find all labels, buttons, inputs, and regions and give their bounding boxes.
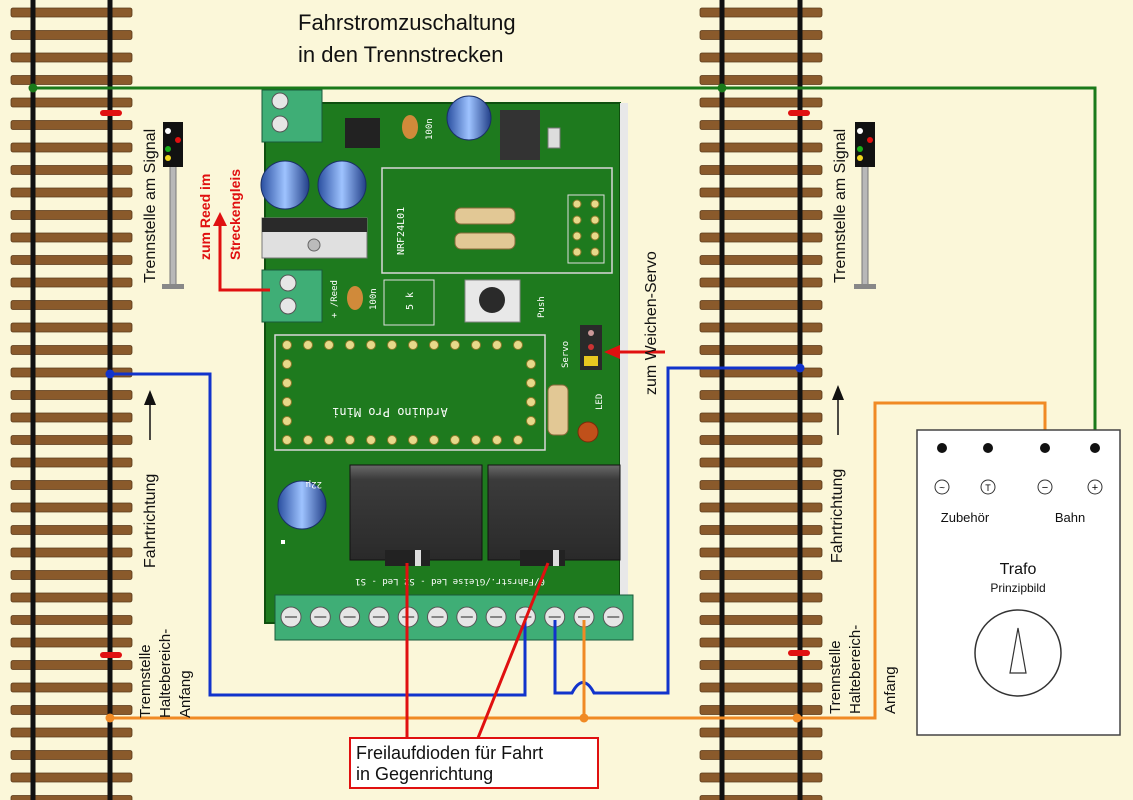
- servo-header: [580, 325, 602, 370]
- halt-label-left-1: Trennstelle: [137, 644, 154, 718]
- voltage-regulator: [500, 110, 540, 160]
- trafo-subtitle: Prinzipbild: [990, 581, 1045, 595]
- track-left: [10, 0, 133, 800]
- wire-orange: [110, 401, 1047, 720]
- arduino-pro-mini: [274, 334, 546, 451]
- electrolytic-capacitor-top: [446, 95, 492, 141]
- cap-label-2: 100n: [369, 288, 379, 310]
- push-label: Push: [537, 296, 547, 318]
- arduino-pins: [282, 340, 536, 445]
- trafo-title: Trafo: [1000, 561, 1037, 578]
- relay-1: [349, 464, 483, 561]
- led: [577, 421, 599, 443]
- nrf24l01-module: [381, 167, 613, 274]
- ceramic-capacitor: [402, 115, 418, 139]
- reed-pcb-label: + /Reed: [330, 280, 340, 318]
- push-button: [464, 279, 521, 323]
- led-resistor: [547, 384, 569, 436]
- heatsink: [261, 217, 368, 259]
- title-line-1: Fahrstromzuschaltung: [298, 10, 516, 35]
- resistor-1: [454, 207, 516, 225]
- diodes-callout-line-2: in Gegenrichtung: [356, 764, 493, 784]
- reed-arrow-head: [213, 212, 227, 226]
- halt-label-left-2: Haltebereich-: [157, 629, 174, 718]
- wires: [33, 86, 1097, 739]
- wire-green: [33, 86, 1097, 448]
- relay-2: [487, 464, 621, 561]
- t-symbol: T: [985, 483, 991, 493]
- electrolytic-capacitor-left: [260, 160, 310, 210]
- electrolytic-capacitor-bottom: [277, 480, 327, 530]
- halt-label-left-3: Anfang: [177, 670, 194, 718]
- trafo-accessory-label: Zubehör: [941, 510, 990, 525]
- t-symbol-icon: [980, 479, 996, 495]
- direction-arrow-left: [144, 390, 156, 440]
- isolation-marks: [100, 110, 810, 658]
- cap-label-1: 100n: [425, 118, 435, 140]
- rectifier-chip: [345, 118, 380, 148]
- cap-label-3: 22µ: [305, 479, 322, 489]
- signal-left: [162, 122, 184, 289]
- pot-label: 5 k: [405, 292, 416, 310]
- minus-symbol: −: [1042, 482, 1048, 494]
- junction-dots: [28, 83, 805, 723]
- title-line-2: in den Trennstrecken: [298, 42, 503, 67]
- diodes-callout: Freilaufdioden für Fahrt in Gegenrichtun…: [349, 737, 599, 789]
- nrf-label: NRF24L01: [396, 207, 407, 255]
- reed-label-1: zum Reed im: [197, 174, 213, 260]
- potentiometer: [383, 279, 435, 326]
- controller-pcb: 100n 22µ NRF24L01 + /Reed 100n 5 k: [260, 89, 634, 641]
- terminal-pcb-labels: 0/Fahrstr./Gleise Led - S2 Led - S1: [355, 576, 545, 586]
- signal-label-left: Trennstelle am Signal: [142, 129, 159, 283]
- plus-symbol: +: [1092, 482, 1098, 494]
- reed-label-2: Streckengleis: [227, 169, 243, 260]
- output-terminal-strip: [274, 594, 634, 641]
- plus-symbol-icon: [1087, 479, 1103, 495]
- ac-symbol: ~: [939, 483, 945, 494]
- diodes-callout-line-1: Freilaufdioden für Fahrt: [356, 743, 543, 763]
- led-label: LED: [595, 394, 605, 410]
- signal-label-right: Trennstelle am Signal: [832, 129, 849, 283]
- servo-arrow-head: [604, 345, 620, 359]
- minus-symbol-icon: [1037, 479, 1053, 495]
- electrolytic-capacitor-right: [317, 160, 367, 210]
- wire-blue-left: [110, 372, 527, 697]
- arduino-label: Arduino Pro Mini: [332, 405, 448, 419]
- transformer: ~ T − + Zubehör Bahn Trafo Prinzipbild: [916, 429, 1121, 736]
- wire-red-diode-2: [476, 562, 550, 739]
- halt-label-right-1: Trennstelle: [827, 640, 844, 714]
- signal-right: [854, 122, 876, 289]
- servo-pcb-label: Servo: [561, 341, 571, 368]
- trafo-track-label: Bahn: [1055, 510, 1085, 525]
- servo-label: zum Weichen-Servo: [643, 251, 660, 395]
- power-terminal: [261, 89, 323, 143]
- direction-label-left: Fahrtrichtung: [142, 474, 159, 568]
- track-right: [699, 0, 823, 800]
- resistor-2: [454, 232, 516, 250]
- direction-arrow-right: [832, 385, 844, 435]
- trafo-dial-pointer: [1009, 627, 1027, 674]
- direction-label-right: Fahrtrichtung: [829, 469, 846, 563]
- ceramic-capacitor-2: [347, 286, 363, 310]
- ac-symbol-icon: [934, 479, 950, 495]
- halt-label-right-3: Anfang: [882, 666, 899, 714]
- reed-arrow: [218, 222, 270, 292]
- halt-label-right-2: Haltebereich-: [847, 625, 864, 714]
- nrf-pin-header: [567, 194, 605, 264]
- reed-terminal: [261, 269, 323, 323]
